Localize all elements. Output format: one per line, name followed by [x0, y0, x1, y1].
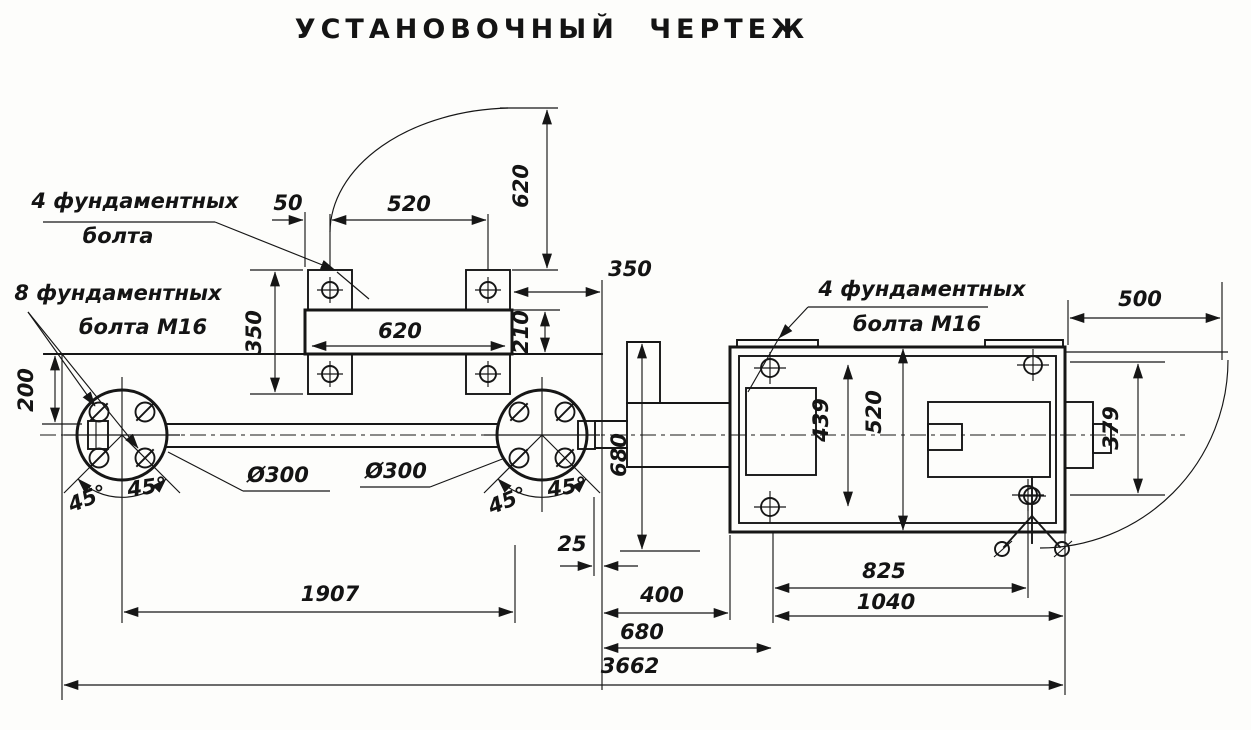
svg-text:620: 620 — [378, 319, 422, 343]
svg-text:3662: 3662 — [601, 654, 659, 678]
callout-dia300-left: Ø300 — [167, 451, 330, 492]
svg-text:520: 520 — [862, 390, 886, 434]
svg-text:1907: 1907 — [301, 582, 360, 606]
dim-200: 200 — [14, 355, 82, 425]
svg-text:439: 439 — [809, 398, 833, 443]
svg-text:25: 25 — [557, 532, 586, 556]
mid-extensions — [593, 280, 603, 690]
label-4-foundation-bolts-left: 4 фундаментных болта — [30, 189, 336, 271]
svg-text:4 фундаментных: 4 фундаментных — [30, 189, 240, 213]
label-8-foundation-bolts-left: 8 фундаментных болта М16 — [14, 281, 223, 449]
svg-text:4 фундаментных: 4 фундаментных — [817, 277, 1027, 301]
drawing-title: УСТАНОВОЧНЫЙ ЧЕРТЕЖ — [295, 13, 809, 45]
anchor-bolt-symbol — [993, 476, 1073, 558]
bottom-extensions — [514, 505, 1066, 695]
dim-379: 379 — [1070, 361, 1165, 496]
swing-arc-right — [1039, 359, 1229, 549]
dim-210: 210 — [509, 310, 550, 354]
shaft — [165, 423, 499, 448]
svg-text:болта М16: болта М16 — [853, 312, 981, 336]
svg-text:1040: 1040 — [857, 590, 915, 614]
dim-3662: 3662 — [63, 654, 1064, 690]
svg-text:210: 210 — [509, 310, 533, 354]
swing-arc-top — [329, 107, 509, 233]
svg-text:50: 50 — [273, 191, 302, 215]
svg-text:Ø300: Ø300 — [246, 463, 309, 487]
svg-text:379: 379 — [1099, 406, 1123, 450]
dim-25: 25 — [557, 532, 638, 571]
dim-520-top: 520 — [331, 192, 487, 225]
flange-right: 45° 45° — [484, 377, 601, 520]
dim-620-vertical: 620 — [500, 107, 558, 271]
dim-439: 439 — [809, 364, 853, 507]
label-4-foundation-bolts-right: 4 фундаментных болта М16 — [747, 277, 1027, 393]
svg-text:500: 500 — [1118, 287, 1162, 311]
dim-520-machine: 520 — [862, 348, 908, 531]
svg-text:350: 350 — [608, 257, 652, 281]
svg-text:680: 680 — [607, 433, 631, 477]
svg-text:350: 350 — [242, 310, 266, 354]
dim-350-mid: 350 — [513, 257, 652, 297]
svg-text:45°: 45° — [484, 482, 531, 520]
svg-text:45°: 45° — [125, 472, 169, 501]
svg-text:болта М16: болта М16 — [79, 315, 207, 339]
svg-text:200: 200 — [14, 368, 38, 412]
dim-500: 500 — [1067, 282, 1223, 360]
foundation-line — [43, 353, 603, 700]
machine-bolt-symbols — [754, 349, 1049, 523]
svg-text:45°: 45° — [64, 480, 111, 518]
flange-left: 45° 45° — [64, 377, 181, 623]
dim-1040: 1040 — [774, 590, 1064, 621]
dim-825: 825 — [774, 559, 1027, 593]
svg-text:620: 620 — [509, 164, 533, 208]
dim-620-plate: 620 — [311, 319, 506, 351]
left-plate-view — [303, 214, 560, 395]
svg-text:45°: 45° — [545, 472, 589, 501]
svg-text:болта: болта — [83, 224, 154, 248]
dim-350-plate: 350 — [242, 269, 303, 395]
svg-text:8 фундаментных: 8 фундаментных — [14, 281, 223, 305]
dim-680-bottom: 680 — [603, 620, 772, 653]
machine-view — [728, 339, 1228, 534]
callout-dia300-right: Ø300 — [360, 457, 506, 488]
dim-1907: 1907 — [123, 582, 514, 617]
dim-400: 400 — [603, 583, 729, 618]
svg-text:520: 520 — [387, 192, 431, 216]
svg-text:Ø300: Ø300 — [364, 459, 427, 483]
svg-text:825: 825 — [862, 559, 906, 583]
plate-bolt-symbols — [317, 277, 501, 387]
svg-text:400: 400 — [639, 583, 684, 607]
dim-680-vertical: 680 — [607, 343, 647, 550]
svg-text:680: 680 — [620, 620, 664, 644]
